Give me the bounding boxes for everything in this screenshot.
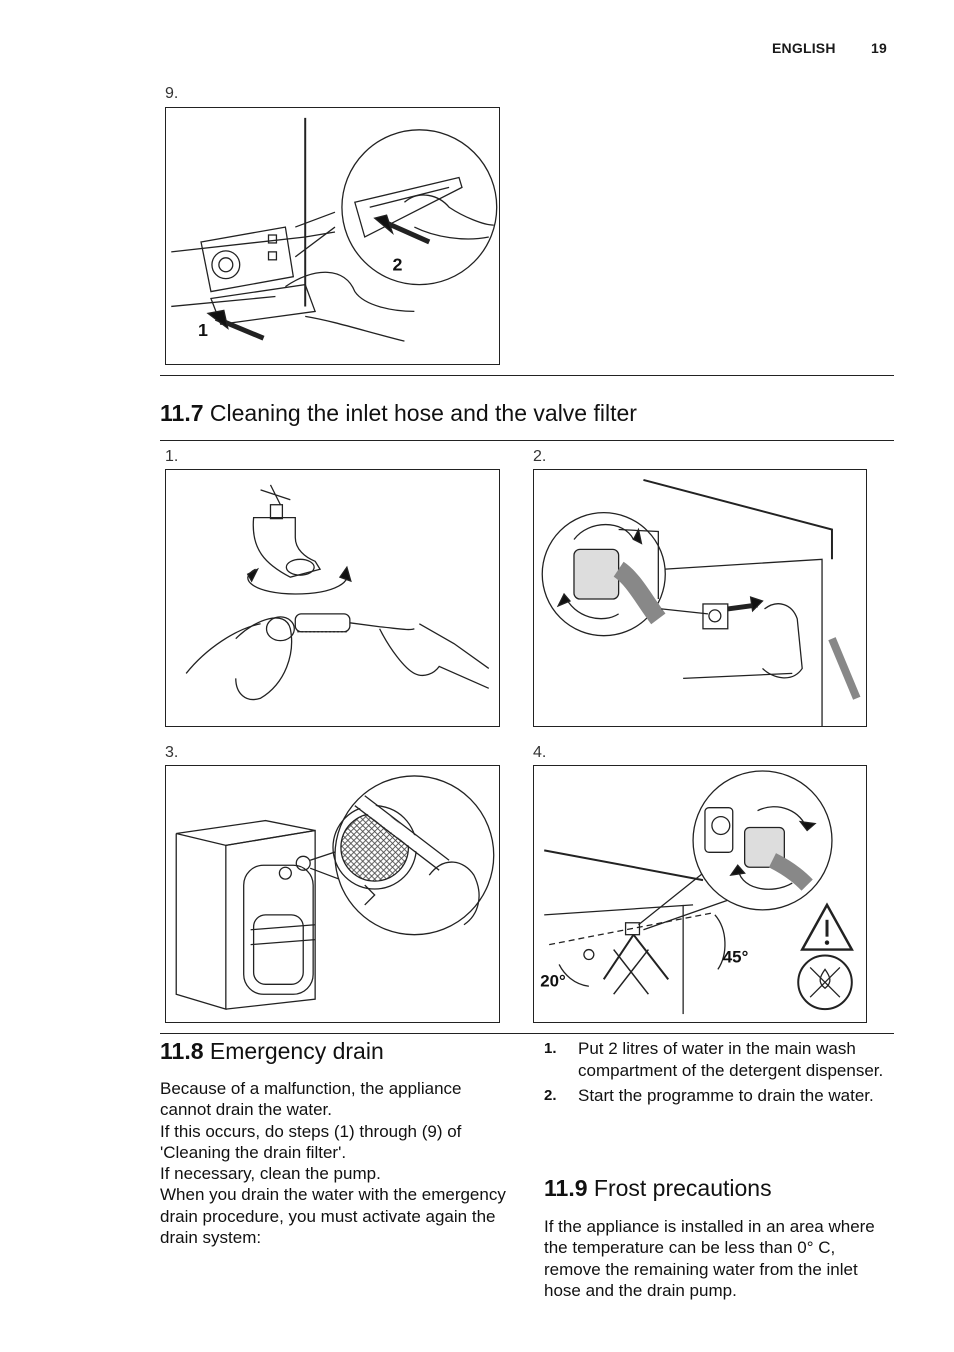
emergency-drain-steps: 1. Put 2 litres of water in the main was…: [544, 1038, 892, 1111]
paragraph: If the appliance is installed in an area…: [544, 1217, 875, 1300]
unscrew-inlet-hose-drawing: [541, 478, 861, 726]
figure-9-illustration: 2 1: [165, 107, 500, 365]
section-divider: [160, 1033, 894, 1034]
paragraph: When you drain the water with the emerge…: [160, 1185, 506, 1248]
step-text: Start the programme to drain the water.: [578, 1086, 874, 1105]
callout-2: 2: [393, 255, 403, 275]
page-number: 19: [871, 40, 887, 56]
angle-label-20: 20°: [540, 971, 566, 990]
drain-filter-cover-drawing: 2 1: [171, 117, 498, 342]
list-item: 2. Start the programme to drain the wate…: [544, 1085, 892, 1107]
figure-2-label: 2.: [533, 448, 547, 465]
emergency-drain-text: Because of a malfunction, the appliance …: [160, 1078, 512, 1248]
header-language: ENGLISH: [772, 40, 836, 56]
figure-1-illustration: [165, 469, 500, 727]
figure-3-illustration: [165, 765, 500, 1023]
paragraph: If this occurs, do steps (1) through (9)…: [160, 1121, 462, 1162]
section-11-8-heading: 11.8 Emergency drain: [160, 1038, 384, 1065]
figure-2-illustration: [533, 469, 867, 727]
step-text: Put 2 litres of water in the main wash c…: [578, 1039, 884, 1080]
figure-9-label: 9.: [165, 85, 179, 102]
section-title: Emergency drain: [209, 1038, 384, 1064]
figure-1-label: 1.: [165, 448, 179, 465]
figure-4-label: 4.: [533, 744, 547, 761]
section-title: Cleaning the inlet hose and the valve fi…: [209, 400, 637, 426]
callout-1: 1: [198, 320, 208, 340]
figure-3-label: 3.: [165, 744, 179, 761]
section-number: 11.8: [160, 1038, 204, 1064]
figure-4-illustration: 20° 45°: [533, 765, 867, 1023]
section-title: Frost precautions: [593, 1175, 772, 1201]
tap-and-brush-drawing: [185, 484, 490, 701]
paragraph: Because of a malfunction, the appliance …: [160, 1079, 462, 1120]
section-number: 11.9: [544, 1175, 588, 1201]
step-number: 2.: [544, 1087, 557, 1104]
reconnect-hose-angle-drawing: 20° 45°: [540, 770, 854, 1015]
section-number: 11.7: [160, 400, 204, 426]
section-11-7-heading: 11.7 Cleaning the inlet hose and the val…: [160, 400, 637, 427]
step-number: 1.: [544, 1040, 557, 1057]
brush-valve-filter-drawing: [175, 775, 495, 1010]
angle-label-45: 45°: [723, 947, 749, 966]
section-divider: [160, 375, 894, 376]
list-item: 1. Put 2 litres of water in the main was…: [544, 1038, 892, 1081]
frost-precautions-text: If the appliance is installed in an area…: [544, 1216, 884, 1301]
section-divider: [160, 440, 894, 441]
paragraph: If necessary, clean the pump.: [160, 1164, 381, 1184]
section-11-9-heading: 11.9 Frost precautions: [544, 1175, 772, 1202]
